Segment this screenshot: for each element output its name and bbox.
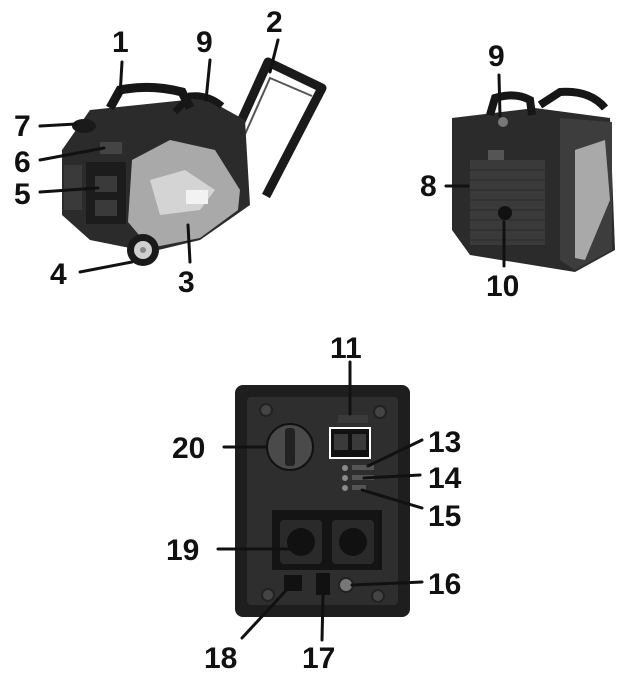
rear-carry-handle — [486, 91, 536, 117]
fuel-cap — [72, 119, 96, 133]
callout-11: 11 — [330, 332, 362, 365]
callout-19: 19 — [166, 534, 199, 567]
callout-3: 3 — [178, 266, 195, 299]
indicator-output — [342, 465, 348, 471]
callout-16: 16 — [428, 568, 461, 601]
leader-lines — [38, 38, 506, 642]
dc-socket — [316, 573, 330, 595]
exhaust-outlet — [498, 206, 512, 220]
callout-5: 5 — [14, 178, 31, 211]
callout-9-front: 9 — [196, 26, 213, 59]
choke-lever — [100, 142, 122, 154]
callout-13: 13 — [428, 426, 461, 459]
callout-17: 17 — [302, 642, 335, 675]
callout-9-rear: 9 — [488, 40, 505, 73]
callout-10: 10 — [486, 270, 519, 303]
callout-20: 20 — [172, 432, 205, 465]
callout-8: 8 — [420, 170, 437, 203]
indicator-oil — [342, 485, 348, 491]
exhaust-grille — [470, 160, 545, 245]
callout-14: 14 — [428, 462, 462, 495]
control-panel — [235, 385, 410, 617]
callout-6: 6 — [14, 146, 31, 179]
callout-1: 1 — [112, 26, 129, 59]
callout-15: 15 — [428, 500, 461, 533]
callout-7: 7 — [14, 110, 31, 143]
telescopic-handle — [223, 57, 327, 199]
generator-rear-view — [452, 87, 615, 272]
callout-18: 18 — [204, 642, 237, 675]
indicator-overload — [342, 475, 348, 481]
callout-2: 2 — [266, 6, 283, 39]
callout-numbers: 1 2 3 4 5 6 7 9 8 9 10 11 13 14 15 16 17… — [14, 6, 519, 675]
callout-4: 4 — [50, 258, 67, 291]
generator-front-view — [62, 57, 327, 266]
